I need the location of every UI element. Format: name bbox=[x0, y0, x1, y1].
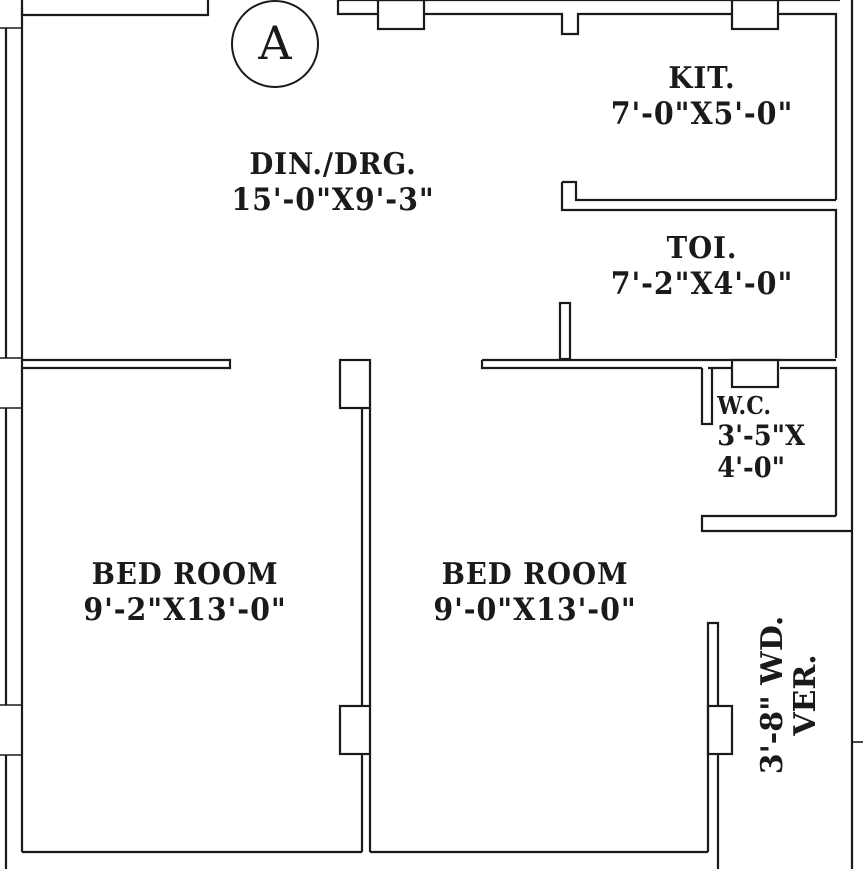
room-dimensions: 7'-0"X5'-0" bbox=[610, 95, 794, 132]
verandah-wall bbox=[706, 621, 734, 869]
room-label-wc: W.C. 3'-5"X 4'-0" bbox=[717, 392, 837, 484]
room-dimensions-line1: 3'-5"X bbox=[717, 418, 806, 452]
bedroom-partition bbox=[338, 358, 372, 852]
kitchen-bottom-wall bbox=[560, 180, 838, 358]
room-name: W.C. bbox=[717, 391, 772, 420]
room-label-kitchen: KIT. 7'-0"X5'-0" bbox=[582, 61, 821, 132]
middle-horizontal-wall bbox=[22, 358, 838, 516]
verandah-width: 3'-8" WD. bbox=[755, 615, 790, 775]
top-wall-left bbox=[20, 0, 210, 17]
room-label-bedroom-right: BED ROOM 9'-0"X13'-0" bbox=[402, 557, 669, 628]
room-dimensions: 7'-2"X4'-0" bbox=[610, 265, 794, 302]
room-dimensions-line2: 4'-0" bbox=[717, 450, 786, 484]
toilet-door-stub bbox=[558, 301, 572, 361]
room-name: KIT. bbox=[668, 61, 736, 96]
room-name: DIN./DRG. bbox=[249, 147, 417, 182]
room-label-dining-drawing: DIN./DRG. 15'-0"X9'-3" bbox=[209, 147, 457, 218]
room-dimensions: 15'-0"X9'-3" bbox=[231, 181, 435, 218]
room-name: BED ROOM bbox=[91, 557, 279, 592]
room-label-toilet: TOI. 7'-2"X4'-0" bbox=[582, 231, 821, 302]
section-marker-a: A bbox=[231, 0, 319, 88]
left-exterior-wall bbox=[0, 8, 24, 869]
room-name: TOI. bbox=[666, 231, 738, 266]
room-name: BED ROOM bbox=[441, 557, 629, 592]
wc-walls bbox=[700, 358, 852, 533]
room-dimensions: 9'-0"X13'-0" bbox=[433, 591, 637, 628]
room-label-bedroom-left: BED ROOM 9'-2"X13'-0" bbox=[52, 557, 319, 628]
verandah-name: VER. bbox=[788, 654, 823, 736]
room-dimensions: 9'-2"X13'-0" bbox=[83, 591, 287, 628]
room-label-verandah: 3'-8" WD. VER. bbox=[755, 590, 823, 800]
top-wall-right bbox=[336, 0, 840, 200]
